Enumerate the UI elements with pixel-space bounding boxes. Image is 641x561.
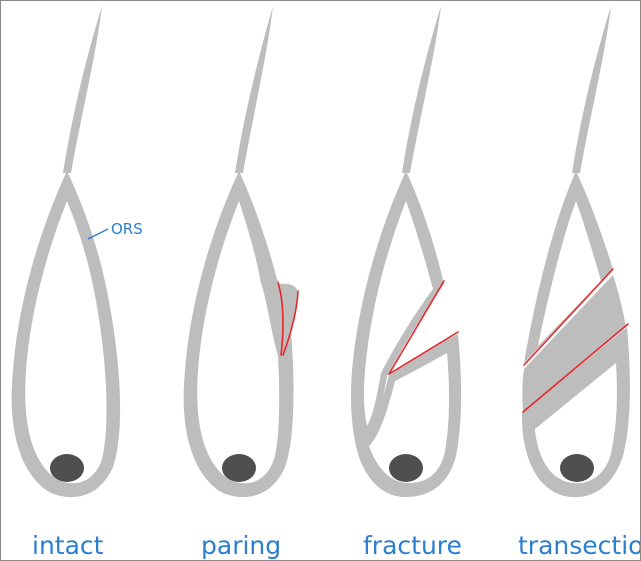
ors-sheath: [184, 171, 294, 497]
caption-transection: transection: [518, 531, 640, 560]
dermal-papilla: [222, 454, 256, 482]
dermal-papilla: [560, 454, 594, 482]
follicle-paring: [184, 6, 298, 497]
hair-shaft: [235, 6, 273, 173]
follicle-intact: ORS: [12, 6, 143, 497]
hair-shaft: [402, 6, 441, 173]
dermal-papilla: [389, 454, 423, 482]
caption-fracture: fracture: [363, 531, 462, 560]
caption-intact: intact: [32, 531, 104, 560]
follicle-transection: [522, 6, 630, 497]
dermal-papilla: [50, 454, 84, 482]
follicle-fracture: [351, 6, 461, 497]
ors-label: ORS: [111, 220, 143, 238]
hair-shaft: [572, 6, 611, 173]
ors-sheath: [12, 171, 120, 497]
hair-shaft: [63, 6, 102, 173]
caption-paring: paring: [201, 531, 281, 560]
